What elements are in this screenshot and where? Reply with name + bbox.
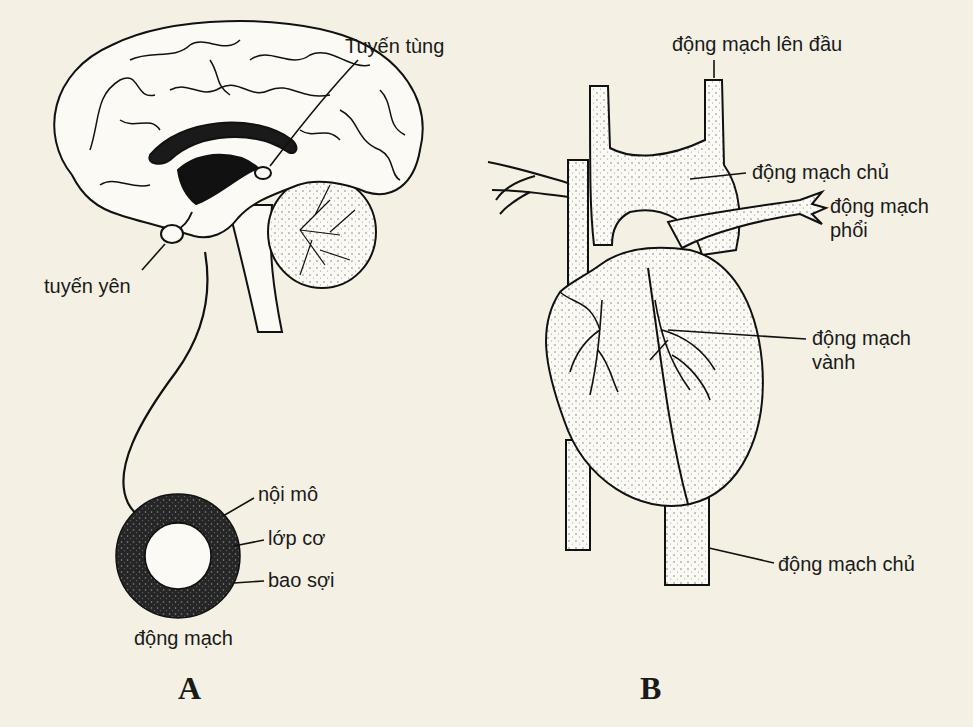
artery-cross-section (116, 494, 240, 618)
heart-body (546, 248, 763, 506)
vessel-label: động mạch chủ (752, 160, 889, 184)
vessel-label: động mạch lên đầu (672, 32, 842, 56)
left-vessels (488, 162, 575, 214)
pulmonary-artery (668, 192, 826, 248)
vessel-label: động mạch phổi (830, 194, 945, 242)
pituitary-gland (161, 225, 183, 243)
gland-label: Tuyến tùng (345, 34, 444, 58)
layer-label: nội mô (258, 482, 318, 506)
ventricle (178, 155, 258, 204)
heart-groove (648, 268, 688, 504)
gland-label: tuyến yên (44, 274, 131, 298)
atrium-edge (560, 292, 600, 330)
hormone-arrow (123, 252, 207, 528)
leader-lines (142, 60, 806, 583)
pineal-gland (255, 167, 271, 179)
part-label: động mạch (134, 626, 233, 650)
vessel-label: động mạch chủ (778, 552, 915, 576)
cerebellum-folia (300, 185, 355, 275)
artery-lumen (145, 523, 211, 589)
layer-label: lớp cơ (268, 526, 325, 550)
coronary-artery (570, 300, 715, 400)
figure-letter: B (640, 670, 661, 706)
heart-drawing (488, 80, 826, 585)
cerebellum (268, 176, 376, 288)
layer-label: bao sợi (268, 568, 334, 592)
vessel-label: động mạch vành (812, 326, 922, 374)
figure-letter: A (178, 670, 201, 706)
